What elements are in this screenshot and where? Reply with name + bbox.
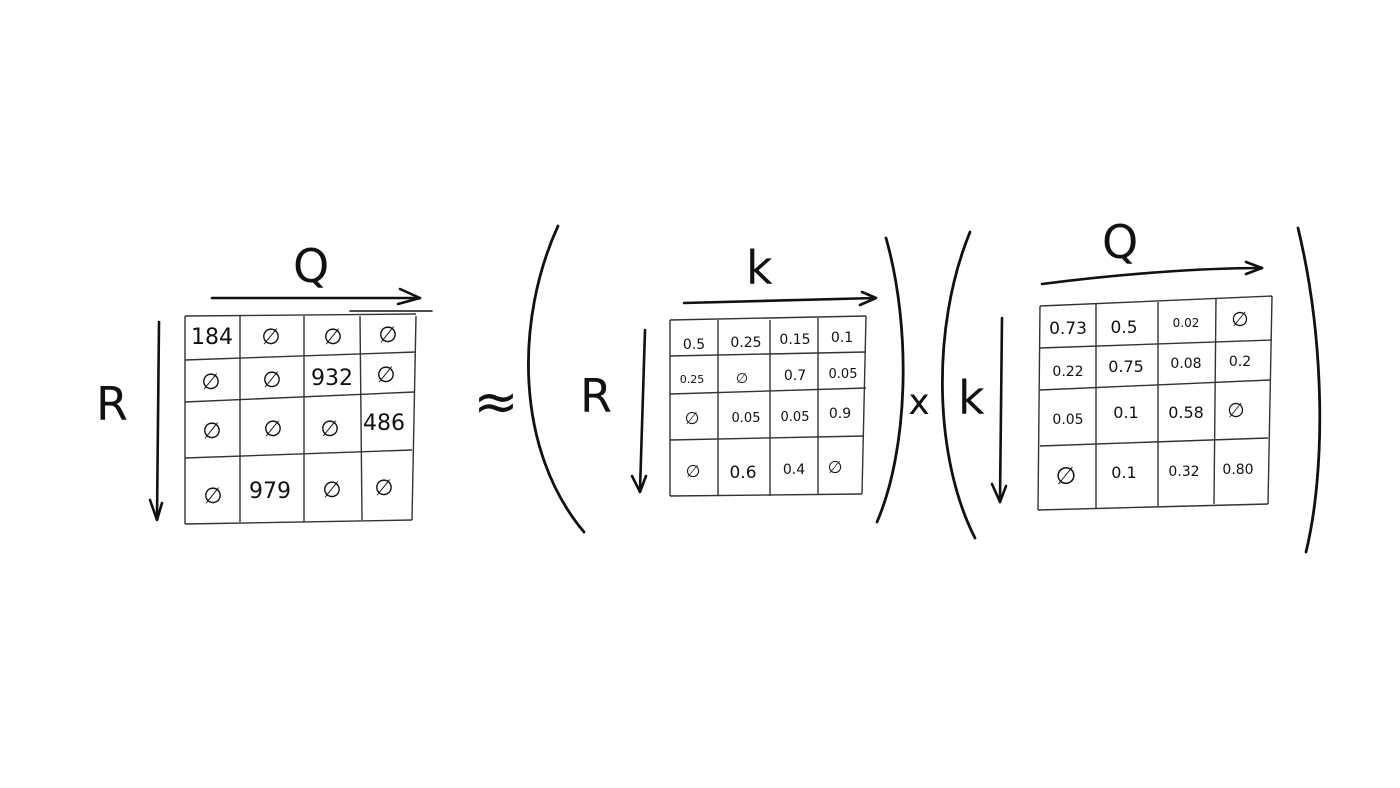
matrix-cell: ∅ <box>736 371 748 387</box>
matrix-cell: ∅ <box>261 325 280 350</box>
item-factor-col-label: Q <box>1102 215 1138 269</box>
matrix-cell: 0.6 <box>729 463 756 483</box>
matrix-cell: ∅ <box>320 417 339 442</box>
user-factor-col-arrow <box>682 296 878 305</box>
matrix-cell: 932 <box>311 366 353 391</box>
rating-matrix-row-label: R <box>96 377 128 431</box>
matrix-cell: 0.80 <box>1222 462 1253 478</box>
matrix-cell: ∅ <box>202 419 221 444</box>
user-factor-col-arrowhead <box>858 290 878 307</box>
item-factor-grid <box>1037 295 1273 511</box>
matrix-cell: ∅ <box>263 417 282 442</box>
item-factor-col-arrow <box>1040 266 1264 286</box>
matrix-cell: 0.05 <box>1052 412 1083 428</box>
matrix-cell: 0.4 <box>783 462 805 478</box>
matrix-cell: 0.25 <box>730 335 761 351</box>
matrix-cell: ∅ <box>1056 462 1077 490</box>
right-paren <box>875 236 905 524</box>
matrix-cell: ∅ <box>685 409 700 429</box>
matrix-cell: 0.73 <box>1049 319 1087 339</box>
user-factor-row-arrow <box>638 328 647 492</box>
matrix-cell: ∅ <box>686 462 701 482</box>
rating-matrix-row-arrow <box>155 320 161 520</box>
user-factor-grid <box>669 315 867 497</box>
left-paren <box>941 230 977 540</box>
matrix-cell: 184 <box>191 325 233 350</box>
item-factor-cells: 0.73 0.5 0.02 ∅ 0.22 0.75 0.08 0.2 0.05 … <box>1049 307 1254 490</box>
matrix-cell: 0.75 <box>1108 357 1144 376</box>
matrix-cell: 0.1 <box>1113 403 1138 422</box>
rating-matrix: Q R 184 <box>96 239 433 525</box>
rating-matrix-row-arrowhead <box>148 498 164 522</box>
matrix-cell: 0.1 <box>831 330 853 346</box>
multiply-symbol: x <box>908 382 929 423</box>
item-factor-row-arrowhead <box>990 482 1008 504</box>
matrix-cell: ∅ <box>376 363 395 388</box>
right-paren <box>1296 226 1322 554</box>
matrix-cell: ∅ <box>201 370 220 395</box>
user-factor-matrix: k R 0.5 0.25 <box>527 224 905 534</box>
matrix-cell: 0.15 <box>779 332 810 348</box>
matrix-cell: ∅ <box>203 484 222 509</box>
user-factor-row-arrowhead <box>630 474 648 494</box>
item-factor-matrix: Q k 0.73 0.5 <box>941 215 1322 554</box>
item-factor-row-arrow <box>998 316 1004 502</box>
matrix-cell: ∅ <box>1227 398 1244 422</box>
matrix-cell: 486 <box>363 411 405 436</box>
user-factor-row-label: R <box>580 369 612 423</box>
approx-symbol: ≈ <box>473 370 518 433</box>
matrix-cell: 0.5 <box>683 337 705 353</box>
matrix-cell: 0.7 <box>784 368 806 384</box>
matrix-cell: 0.1 <box>1111 463 1136 482</box>
rating-matrix-cells: 184 ∅ ∅ ∅ ∅ ∅ 932 ∅ ∅ ∅ ∅ 486 ∅ 979 ∅ ∅ <box>191 323 405 509</box>
item-factor-col-arrowhead <box>1244 260 1264 276</box>
matrix-cell: 0.25 <box>680 373 705 386</box>
matrix-cell: 0.22 <box>1052 364 1083 380</box>
matrix-cell: 0.5 <box>1110 318 1137 338</box>
matrix-cell: ∅ <box>828 458 843 478</box>
matrix-cell: ∅ <box>322 478 341 503</box>
left-paren <box>527 224 586 534</box>
matrix-cell: 0.2 <box>1229 354 1251 370</box>
matrix-cell: 0.05 <box>781 410 810 425</box>
user-factor-cells: 0.5 0.25 0.15 0.1 0.25 ∅ 0.7 0.05 ∅ 0.05… <box>680 330 858 483</box>
rating-matrix-col-arrowhead <box>396 287 422 306</box>
matrix-cell: 0.32 <box>1168 464 1199 480</box>
matrix-cell: ∅ <box>323 325 342 350</box>
matrix-cell: 979 <box>249 479 291 504</box>
rating-matrix-grid <box>184 313 417 525</box>
item-factor-row-label: k <box>958 371 985 425</box>
matrix-cell: 0.58 <box>1168 403 1204 422</box>
matrix-cell: 0.05 <box>829 367 858 382</box>
matrix-cell: 0.9 <box>829 406 851 422</box>
matrix-cell: ∅ <box>378 323 397 348</box>
matrix-cell: 0.05 <box>732 411 761 426</box>
matrix-cell: 0.08 <box>1170 356 1201 372</box>
matrix-cell: ∅ <box>262 368 281 393</box>
rating-matrix-col-label: Q <box>293 239 329 293</box>
matrix-cell: ∅ <box>374 476 393 501</box>
user-factor-col-label: k <box>746 241 773 295</box>
matrix-cell: ∅ <box>1231 307 1248 331</box>
matrix-cell: 0.02 <box>1173 316 1200 330</box>
